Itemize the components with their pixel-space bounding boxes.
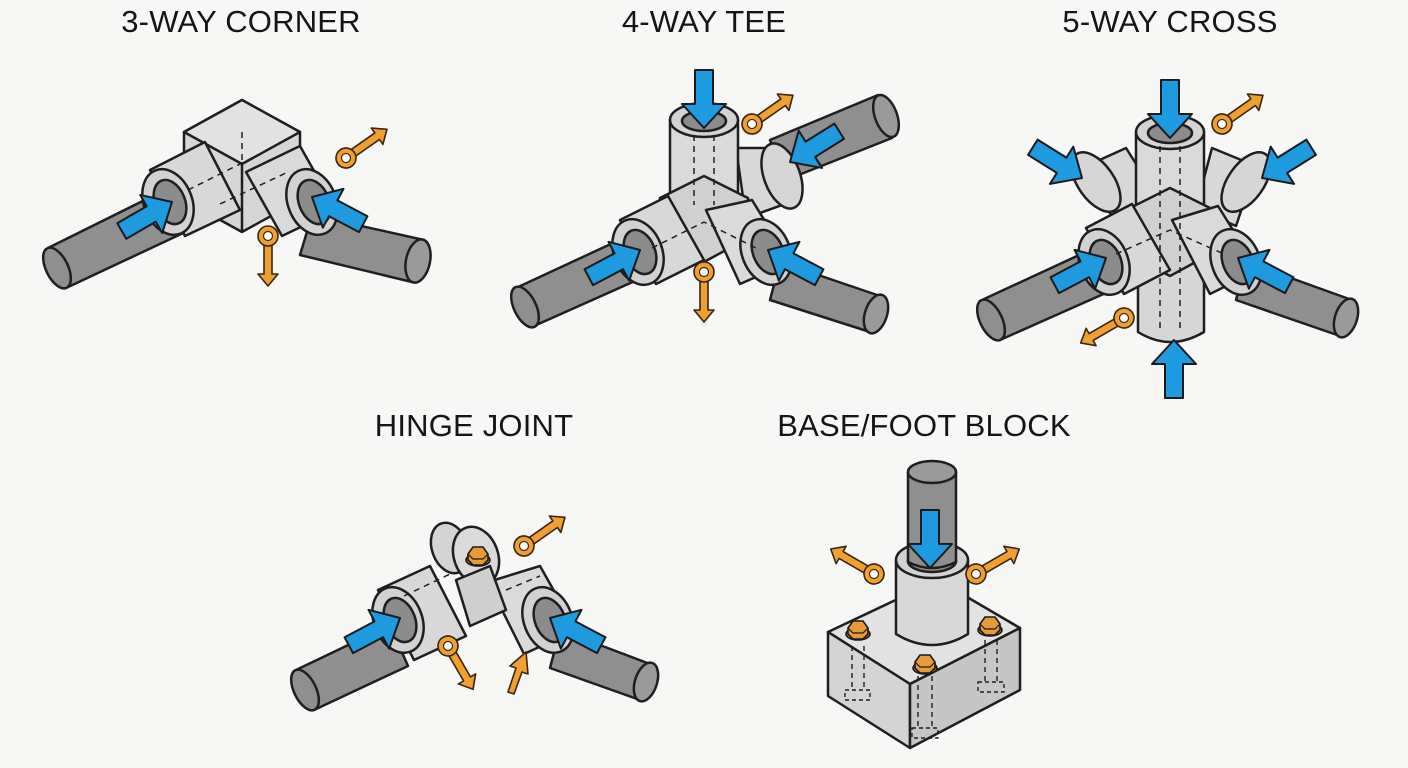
pin-marker-icon (331, 120, 394, 173)
pin-marker-icon (693, 261, 715, 323)
orange-arrow-icon (507, 651, 529, 695)
pin-marker-icon (1074, 303, 1139, 353)
pin-marker-icon (509, 508, 572, 561)
insert-arrow-icon (1151, 339, 1197, 399)
pin-marker-icon (257, 225, 279, 287)
three-way-corner-diagram (41, 98, 432, 290)
hinge-joint-title: HINGE JOINT (374, 408, 574, 443)
pin-marker-icon (824, 539, 889, 589)
base-foot-block-diagram (826, 459, 1022, 750)
pin-marker-icon (737, 86, 800, 139)
three-way-corner-title: 3-WAY CORNER (121, 4, 361, 39)
four-way-tee-title: 4-WAY TEE (621, 4, 787, 39)
pin-marker-icon (1207, 86, 1270, 139)
five-way-cross-title: 5-WAY CROSS (1062, 4, 1278, 39)
pin-marker-icon (433, 631, 483, 696)
pin-marker-icon (961, 539, 1026, 589)
base-foot-block-title: BASE/FOOT BLOCK (777, 408, 1071, 443)
